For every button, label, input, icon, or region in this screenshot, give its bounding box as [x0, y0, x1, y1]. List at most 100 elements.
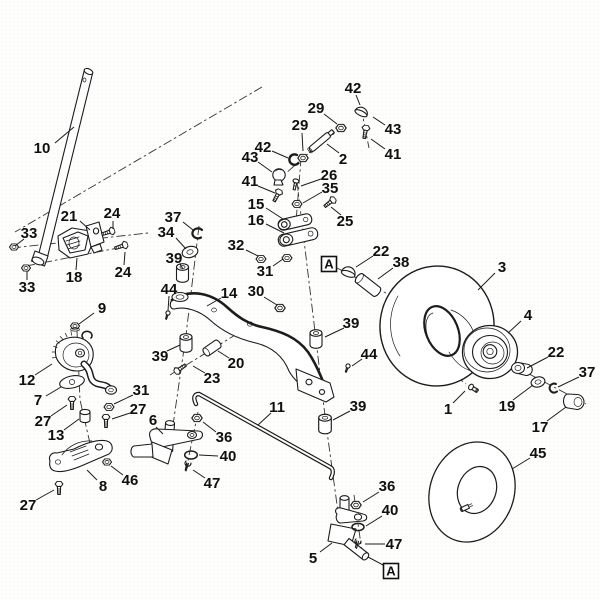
callout-label-15: 15 [248, 196, 265, 213]
ball-joint-bolt [359, 124, 371, 140]
arm-bolt [101, 413, 111, 429]
callout-label-24: 24 [115, 264, 132, 281]
callout-leader-47 [192, 469, 206, 479]
callout-leader-25 [330, 206, 342, 216]
callout-leader-21 [79, 220, 91, 231]
callout-leader-44 [167, 295, 170, 312]
callout-leader-32 [245, 249, 259, 257]
hinge-plate-lower [277, 227, 319, 247]
grease-fitting [343, 362, 352, 374]
callout-leader-40 [198, 454, 219, 457]
callout-leader-11 [257, 412, 272, 426]
callout-label-39: 39 [343, 315, 360, 332]
callout-leader-36 [202, 421, 217, 433]
tie-rod [192, 391, 335, 481]
callout-leader-39 [166, 344, 181, 352]
view-marker-leader [367, 556, 384, 566]
callout-label-36: 36 [216, 429, 233, 446]
callout-leader-3 [477, 272, 496, 291]
callout-label-46: 46 [122, 472, 139, 489]
callout-label-39: 39 [166, 250, 183, 267]
callout-label-1: 1 [444, 401, 452, 418]
spacer-tube-38 [354, 273, 382, 297]
callout-leader-29 [301, 132, 304, 152]
link-nut [297, 153, 309, 163]
callout-leader-10 [54, 126, 75, 144]
callout-label-11: 11 [269, 399, 285, 416]
axle-bushing [318, 413, 332, 435]
callout-label-25: 25 [337, 213, 354, 230]
callout-leader-41 [257, 185, 276, 194]
callout-leader-9 [78, 312, 95, 325]
view-marker-box [320, 255, 338, 273]
callout-leader-27 [35, 489, 55, 501]
callout-label-26: 26 [321, 167, 338, 184]
callout-leader-20 [217, 350, 230, 359]
callout-label-45: 45 [530, 445, 547, 462]
hinge-nut [255, 254, 267, 264]
right-spindle [327, 495, 370, 561]
beam-nut [274, 303, 286, 313]
spindle-nut [191, 413, 203, 423]
pivot-bolt [321, 194, 338, 211]
axle-bushing [309, 329, 323, 349]
washer [183, 450, 199, 460]
callout-leader-43 [372, 116, 386, 126]
tube-valve [459, 503, 474, 513]
axle-bushing [179, 333, 193, 353]
callout-leader-31 [113, 394, 134, 405]
callout-label-43: 43 [385, 121, 402, 138]
callout-label-47: 47 [386, 536, 403, 553]
callout-leader-39 [332, 410, 351, 421]
callout-label-12: 12 [19, 372, 36, 389]
callout-leader-23 [192, 365, 206, 374]
view-marker-label: A [324, 257, 334, 272]
callout-leader-22 [526, 356, 549, 369]
callout-label-3: 3 [498, 259, 506, 276]
callout-label-9: 9 [98, 300, 106, 317]
callout-label-42: 42 [345, 80, 362, 97]
hub-cap [562, 393, 585, 411]
callout-leader-37 [557, 376, 580, 388]
axis-line [14, 86, 263, 233]
bracket-bolt [54, 480, 64, 496]
snap-ring [191, 227, 204, 240]
callout-label-37: 37 [579, 364, 596, 381]
callout-leader-31 [272, 258, 284, 267]
callout-label-24: 24 [104, 205, 121, 222]
callout-label-7: 7 [34, 392, 42, 409]
support-bracket [48, 439, 113, 473]
callout-label-22: 22 [373, 243, 390, 260]
callout-label-40: 40 [220, 448, 237, 465]
hinge-plate-upper [277, 213, 313, 231]
washer [351, 522, 365, 532]
hub-washer [530, 376, 546, 388]
callout-label-41: 41 [385, 146, 402, 163]
callout-label-47: 47 [204, 475, 221, 492]
callout-leader-17 [546, 406, 567, 422]
callout-label-27: 27 [35, 413, 52, 430]
callout-label-10: 10 [34, 140, 51, 157]
callout-label-35: 35 [322, 180, 339, 197]
callout-label-44: 44 [361, 346, 378, 363]
callout-leader-40 [365, 515, 383, 527]
flange-bearing [510, 361, 533, 377]
view-marker-box [382, 562, 400, 580]
callout-label-14: 14 [221, 285, 238, 302]
drag-link-cluster [270, 106, 371, 211]
callout-label-27: 27 [20, 497, 37, 514]
e-clip [548, 382, 558, 394]
ball-joint-bolt [270, 187, 285, 204]
callout-label-2: 2 [339, 151, 347, 168]
arm-nut [103, 402, 115, 412]
callout-leader-24 [123, 251, 126, 266]
cotter-pin [184, 460, 192, 472]
callout-leader-6 [155, 426, 164, 435]
callout-label-44: 44 [161, 281, 178, 298]
spacer-tube [202, 339, 222, 357]
callout-label-32: 32 [228, 237, 245, 254]
callout-leader-1 [452, 390, 466, 404]
bracket-nut [101, 458, 113, 466]
